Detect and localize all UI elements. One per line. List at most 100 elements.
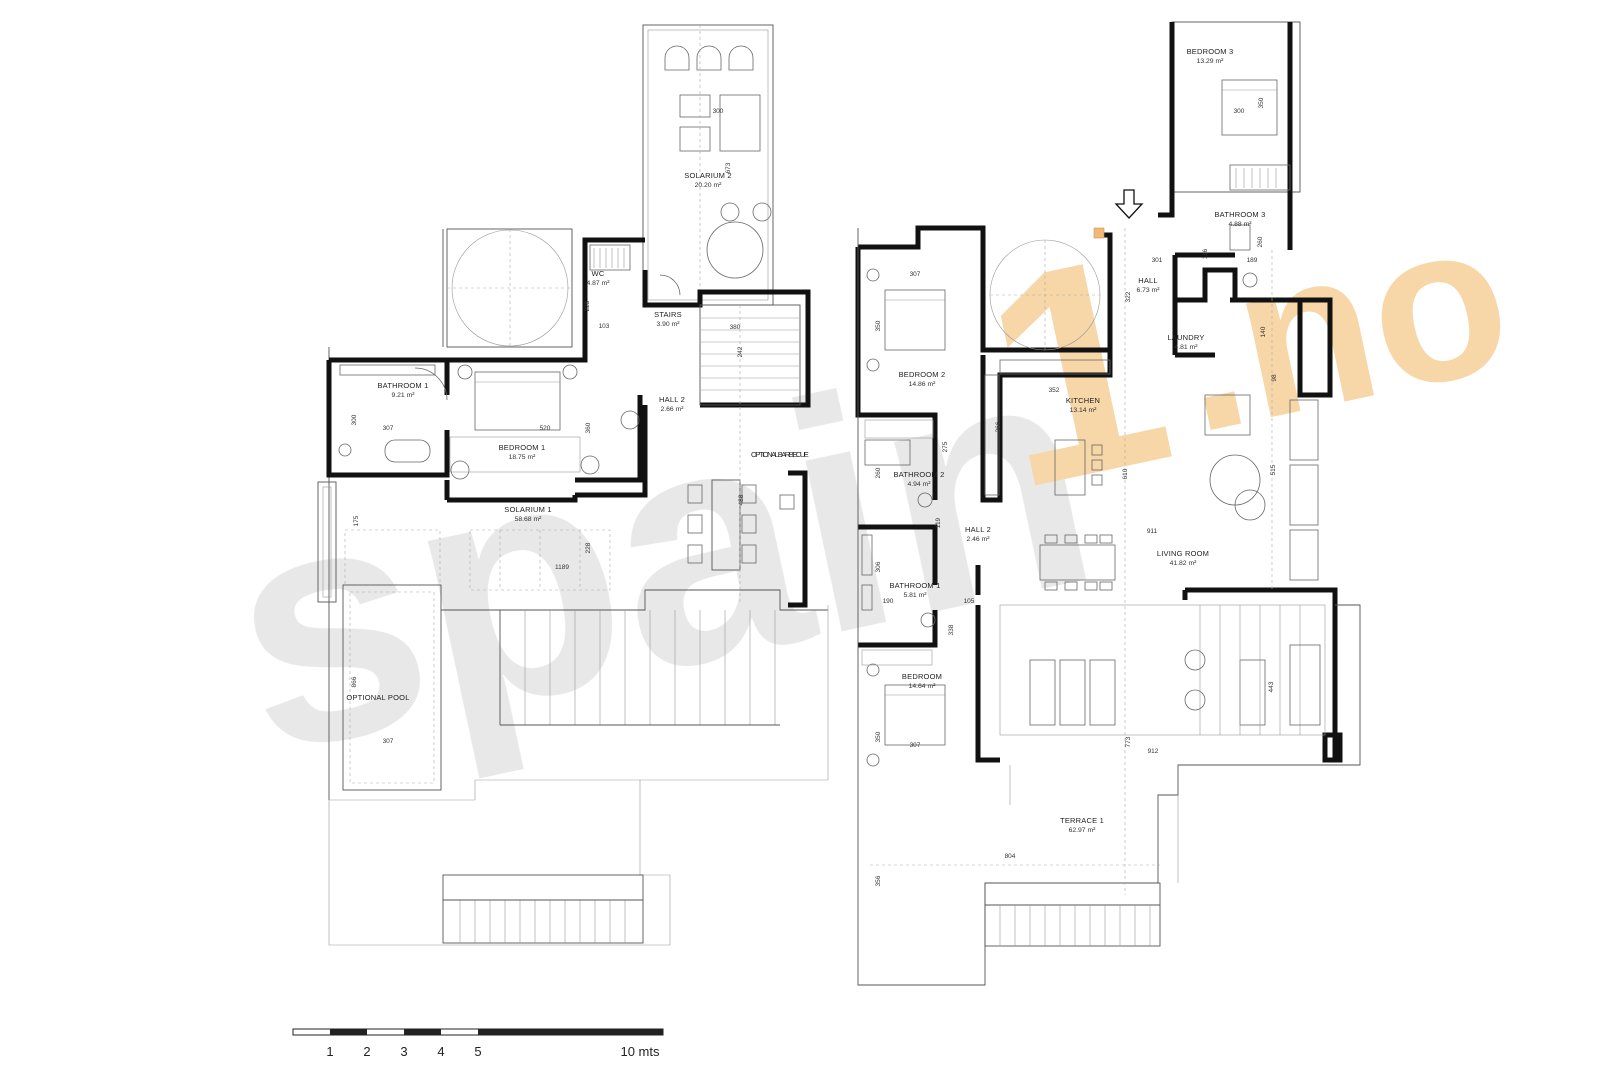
- ground-floor-plan: [855, 21, 1361, 986]
- room-name: HALL: [1138, 276, 1158, 285]
- room-area: 6.73 m²: [1136, 287, 1160, 294]
- dimension-label: 443: [1268, 681, 1275, 692]
- optional-pool: [342, 584, 442, 791]
- dimension-label: 119: [935, 517, 942, 528]
- dimension-label: 275: [942, 441, 949, 452]
- room-area: 4.94 m²: [907, 481, 931, 488]
- entrance-arrow-icon: [1114, 189, 1144, 219]
- room-name: TERRACE 1: [1060, 816, 1104, 825]
- room-area: 4.87 m²: [586, 280, 610, 287]
- room-name: BEDROOM 2: [899, 370, 946, 379]
- dimension-label: 912: [1148, 748, 1159, 755]
- scale-end-label: 10 mts: [620, 1044, 660, 1059]
- scale-tick-label: 2: [363, 1044, 370, 1059]
- dimension-label: 98: [1271, 374, 1278, 382]
- dimension-label: 300: [351, 414, 358, 425]
- solarium-2-outline: [642, 24, 774, 306]
- dimension-label: 322: [1125, 291, 1132, 302]
- watermark-suffix: .no: [1155, 170, 1529, 479]
- room-area: 2.66 m²: [660, 406, 684, 413]
- dimension-label: 116: [1202, 248, 1209, 259]
- dimension-label: 103: [599, 323, 610, 330]
- dimension-label: 356: [875, 875, 882, 886]
- room-name: WC: [592, 269, 605, 278]
- dimension-label: 804: [1005, 853, 1016, 860]
- upper-floor-plan: [317, 24, 829, 946]
- room-name: SOLARIUM 2: [684, 171, 731, 180]
- dimension-label: 301: [1152, 257, 1163, 264]
- scale-bar: [292, 1028, 664, 1036]
- dimension-label: 228: [585, 542, 592, 553]
- room-area: 62.97 m²: [1069, 827, 1097, 834]
- room-name: BEDROOM 3: [1187, 47, 1234, 56]
- dimension-label: 488: [738, 494, 745, 505]
- dimension-label: 190: [883, 598, 894, 605]
- room-name: STAIRS: [654, 310, 682, 319]
- scale-tick-label: 3: [400, 1044, 407, 1059]
- room-name: BATHROOM 3: [1214, 210, 1265, 219]
- room-area: 4.88 m²: [1228, 221, 1252, 228]
- room-name: OPTIONAL POOL: [346, 693, 409, 702]
- room-name: BEDROOM 1: [499, 443, 546, 452]
- room-area: 2.46 m²: [966, 536, 990, 543]
- room-name: BATHROOM 1: [377, 381, 428, 390]
- room-area: 14.64 m²: [909, 683, 937, 690]
- scale-tick-label: 4: [437, 1044, 444, 1059]
- dimension-label: 307: [910, 742, 921, 749]
- room-area: 3.90 m²: [656, 321, 680, 328]
- room-area: 18.75 m²: [509, 454, 537, 461]
- room-name: BATHROOM 2: [893, 470, 944, 479]
- dimension-label: 307: [383, 425, 394, 432]
- dimension-label: 260: [875, 467, 882, 478]
- dimension-label: 350: [1258, 97, 1265, 108]
- solarium-1-bench: [317, 481, 337, 603]
- room-name: OPTIONAL BARBECUE: [751, 450, 809, 459]
- room-area: 13.14 m²: [1070, 407, 1098, 414]
- dimension-label: 175: [353, 515, 360, 526]
- scale-tick-label: 5: [474, 1044, 481, 1059]
- dimension-label: 352: [1049, 387, 1060, 394]
- watermark: spain 1 .no: [201, 170, 1529, 825]
- dimension-label: 911: [1147, 528, 1158, 535]
- room-area: 9.21 m²: [391, 392, 415, 399]
- dimension-label: 140: [1260, 326, 1267, 337]
- room-area: 58.68 m²: [515, 516, 543, 523]
- dimension-label: 307: [910, 271, 921, 278]
- dimension-label: 515: [1270, 464, 1277, 475]
- dimension-label: 225: [584, 300, 591, 311]
- dimension-label: 338: [948, 624, 955, 635]
- dimension-label: 350: [875, 731, 882, 742]
- dimension-label: 242: [737, 346, 744, 357]
- dimension-label: 360: [585, 422, 592, 433]
- dimension-label: 300: [1234, 108, 1245, 115]
- room-name: BATHROOM 1: [889, 581, 940, 590]
- dimension-label: 300: [713, 108, 724, 115]
- dimension-label: 260: [1257, 236, 1264, 247]
- room-name: HALL 2: [965, 525, 991, 534]
- dimension-label: 189: [1247, 257, 1258, 264]
- room-name: LIVING ROOM: [1157, 549, 1209, 558]
- dimension-label: 1189: [555, 564, 569, 571]
- room-area: 5.81 m²: [903, 592, 927, 599]
- dimension-label: 105: [964, 598, 975, 605]
- dimension-label: 306: [875, 561, 882, 572]
- dimension-label: 366: [995, 421, 1002, 432]
- room-area: 13.29 m²: [1197, 58, 1225, 65]
- dimension-label: 350: [875, 320, 882, 331]
- room-area: 4.81 m²: [1174, 344, 1198, 351]
- room-name: SOLARIUM 1: [504, 505, 551, 514]
- scale-tick-label: 1: [326, 1044, 333, 1059]
- labels-layer: SOLARIUM 2 20.20 m² WC 4.87 m² STAIRS 3.90 m²…: [326, 47, 1278, 1059]
- dimension-label: 380: [730, 324, 741, 331]
- room-area: 41.82 m²: [1170, 560, 1198, 567]
- room-name: BEDROOM: [902, 672, 942, 681]
- room-name: LAUNDRY: [1167, 333, 1204, 342]
- room-name: HALL 2: [659, 395, 685, 404]
- room-name: KITCHEN: [1066, 396, 1100, 405]
- dimension-label: 520: [540, 425, 551, 432]
- room-area: 20.20 m²: [695, 182, 723, 189]
- dimension-label: 773: [1125, 736, 1132, 747]
- room-area: 14.86 m²: [909, 381, 937, 388]
- dimension-label: 307: [383, 738, 394, 745]
